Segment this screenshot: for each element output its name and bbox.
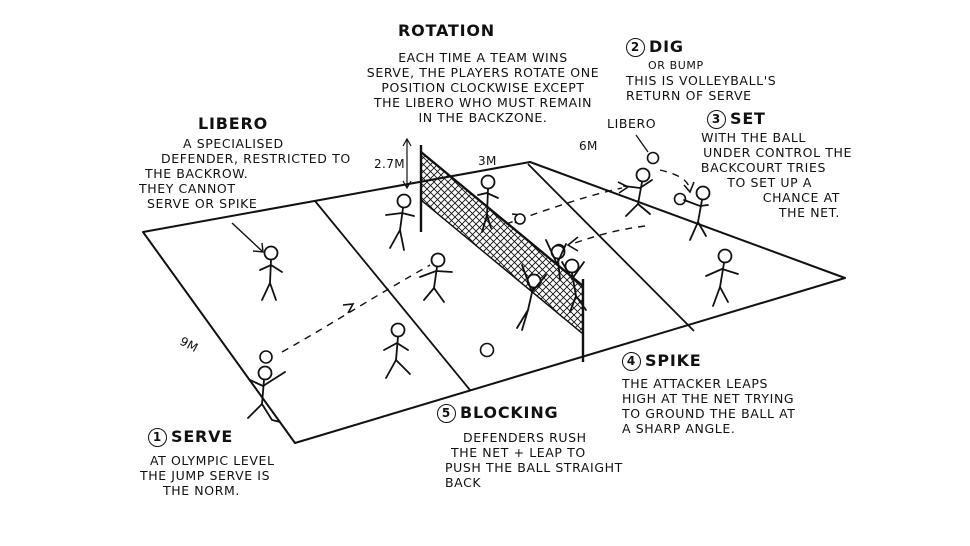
dig-heading: DIG [649,37,684,56]
player-right-back [705,248,739,307]
ball-dig [646,151,660,165]
zone-line-right [527,163,695,332]
blocking-text: DEFENDERS RUSH THE NET + LEAP TO PUSH TH… [445,430,623,490]
libero-text: A SPECIALISED DEFENDER, RESTRICTED TO TH… [135,136,351,211]
player-setter [683,185,711,241]
spike-number-badge: 4 [622,352,641,371]
libero-line: A SPECIALISED [183,136,284,151]
libero-line: THE BACKROW. [145,166,249,181]
ball-serve [259,350,273,364]
set-heading: SET [730,109,766,128]
spike-line: THE ATTACKER LEAPS [622,376,769,391]
set-line: CHANCE AT [762,190,840,205]
serve-number-badge: 1 [148,428,167,447]
set-text: WITH THE BALL UNDER CONTROL THE BACKCOUR… [670,130,852,220]
spike-heading: SPIKE [645,351,702,370]
dig-line: OR BUMP [648,59,704,72]
libero-line: SERVE OR SPIKE [147,196,258,211]
libero-tag: LIBERO [607,116,657,131]
dig-number-badge: 2 [626,38,645,57]
player-left-center [419,252,453,303]
dig-text: OR BUMP THIS IS VOLLEYBALL'S RETURN OF S… [626,58,776,103]
zone-3m-label: 3M [478,154,497,168]
player-left-back [383,322,411,379]
serve-heading: SERVE [171,427,234,446]
serve-line: AT OLYMPIC LEVEL [150,453,275,468]
libero-pointer-arrow [231,222,264,253]
player-libero-left [259,245,283,301]
rotation-text: EACH TIME A TEAM WINS SERVE, THE PLAYERS… [353,50,613,125]
ball-set [673,192,687,206]
rotation-line: POSITION CLOCKWISE EXCEPT [381,80,585,95]
balls [259,151,687,364]
set-line: BACKCOURT TRIES [700,160,826,175]
rotation-line: THE LIBERO WHO MUST REMAIN [373,95,593,110]
blocking-line: PUSH THE BALL STRAIGHT [445,460,623,475]
player-right-jumper-1 [545,239,567,281]
net-height-arrow [402,137,412,190]
spike-line: A SHARP ANGLE. [622,421,736,436]
ball-block [479,342,495,358]
set-line: TO SET UP A [727,175,812,190]
net [419,145,585,362]
players [247,167,739,423]
player-server [247,365,286,423]
dig-line: THIS IS VOLLEYBALL'S [626,73,777,88]
set-line: UNDER CONTROL THE [703,145,852,160]
blocking-line: DEFENDERS RUSH [463,430,587,445]
rotation-title: ROTATION [398,21,495,40]
zone-6m-label: 6M [579,139,598,153]
libero-line: THEY CANNOT [139,181,236,196]
spike-line: HIGH AT THE NET TRYING [622,391,795,406]
spike-text: THE ATTACKER LEAPS HIGH AT THE NET TRYIN… [622,376,796,436]
player-digger [623,167,653,217]
set-number-badge: 3 [707,110,726,129]
court-outline [142,161,846,444]
rotation-line: IN THE BACKZONE. [418,110,548,125]
set-line: WITH THE BALL [701,130,806,145]
blocking-heading: BLOCKING [460,403,559,422]
spike-line: TO GROUND THE BALL AT [622,406,796,421]
zone-line-left [314,200,471,391]
libero-title: LIBERO [198,114,268,133]
rotation-line: EACH TIME A TEAM WINS [398,50,568,65]
player-spiker [516,264,547,331]
serve-line: THE NORM. [163,483,240,498]
serve-text: AT OLYMPIC LEVEL THE JUMP SERVE IS THE N… [140,453,275,498]
libero-line: DEFENDER, RESTRICTED TO [161,151,351,166]
player-blocker [477,174,499,233]
libero-tag-pointer [635,134,649,153]
blocking-line: BACK [445,475,482,490]
player-left-front [385,193,415,251]
ball-mid [514,213,526,225]
set-line: THE NET. [778,205,840,220]
dig-line: RETURN OF SERVE [626,88,752,103]
blocking-line: THE NET + LEAP TO [451,445,586,460]
blocking-number-badge: 5 [437,404,456,423]
serve-line: THE JUMP SERVE IS [140,468,271,483]
player-right-jumper-2 [561,258,587,313]
net-height-label: 2.7M [374,157,406,171]
rotation-line: SERVE, THE PLAYERS ROTATE ONE [366,65,600,80]
